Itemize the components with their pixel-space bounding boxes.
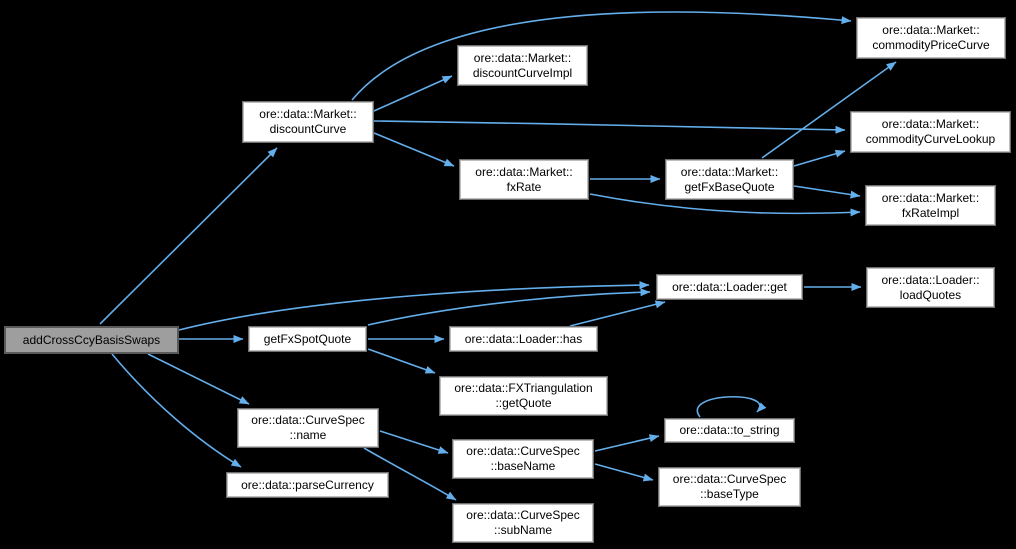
node-market-commoditycurvelookup[interactable]: ore::data::Market:: commodityCurveLookup <box>850 111 1011 153</box>
edge-root-to-parsecurrency <box>111 353 242 468</box>
edge-basename-to-basetype <box>594 463 654 482</box>
edge-root-to-discountcurve <box>99 147 278 325</box>
edge-discountcurve-to-commoditypricecurve <box>351 11 852 101</box>
node-curvespec-subname[interactable]: ore::data::CurveSpec ::subName <box>452 503 594 543</box>
edge-tostring-self-loop <box>696 395 767 418</box>
edge-getfxspotquote-to-loader-get <box>367 288 651 326</box>
edge-getfxbasequote-to-fxrateimpl <box>793 185 861 199</box>
node-fxtriangulation-getquote[interactable]: ore::data::FXTriangulation ::getQuote <box>439 376 608 416</box>
edge-basename-to-tostring <box>594 434 660 452</box>
edge-discountcurve-to-discountcurveimpl <box>373 75 453 112</box>
node-curvespec-name[interactable]: ore::data::CurveSpec ::name <box>237 408 379 448</box>
node-market-getfxbasequote[interactable]: ore::data::Market:: getFxBaseQuote <box>665 159 794 200</box>
edge-getfxspotquote-to-fxtriangulation-getquote <box>367 348 436 374</box>
edge-getfxbasequote-to-commoditycurvelookup <box>793 149 846 167</box>
node-to-string[interactable]: ore::data::to_string <box>664 418 795 443</box>
node-curvespec-basename[interactable]: ore::data::CurveSpec ::baseName <box>452 439 594 479</box>
edge-root-to-curvespec-name <box>147 353 250 405</box>
node-addcrossccybasisswaps[interactable]: addCrossCcyBasisSwaps <box>4 326 179 354</box>
node-market-fxrateimpl[interactable]: ore::data::Market:: fxRateImpl <box>865 185 996 226</box>
node-getfxspotquote[interactable]: getFxSpotQuote <box>248 326 367 352</box>
node-market-discountcurveimpl[interactable]: ore::data::Market:: discountCurveImpl <box>457 45 588 86</box>
node-curvespec-basetype[interactable]: ore::data::CurveSpec ::baseType <box>658 467 801 507</box>
edge-curvespec-name-to-subname <box>363 447 457 501</box>
node-market-commoditypricecurve[interactable]: ore::data::Market:: commodityPriceCurve <box>856 17 1006 59</box>
edge-getfxbasequote-to-commoditypricecurve <box>761 61 897 159</box>
edge-discountcurve-to-fxrate <box>373 132 455 167</box>
edge-root-to-loader-get <box>178 281 650 331</box>
edge-curvespec-name-to-basename <box>379 430 449 454</box>
node-market-fxrate[interactable]: ore::data::Market:: fxRate <box>459 159 589 200</box>
node-loader-loadquotes[interactable]: ore::data::Loader:: loadQuotes <box>866 267 995 308</box>
edge-discountcurve-to-commoditycurvelookup <box>373 120 846 134</box>
node-market-discountcurve[interactable]: ore::data::Market:: discountCurve <box>242 101 374 143</box>
edge-fxrate-to-fxrateimpl <box>589 193 861 217</box>
edge-loader-has-to-loader-get <box>569 300 666 327</box>
node-parsecurrency[interactable]: ore::data::parseCurrency <box>226 472 389 498</box>
node-loader-has[interactable]: ore::data::Loader::has <box>449 326 598 352</box>
node-loader-get[interactable]: ore::data::Loader::get <box>656 274 803 300</box>
